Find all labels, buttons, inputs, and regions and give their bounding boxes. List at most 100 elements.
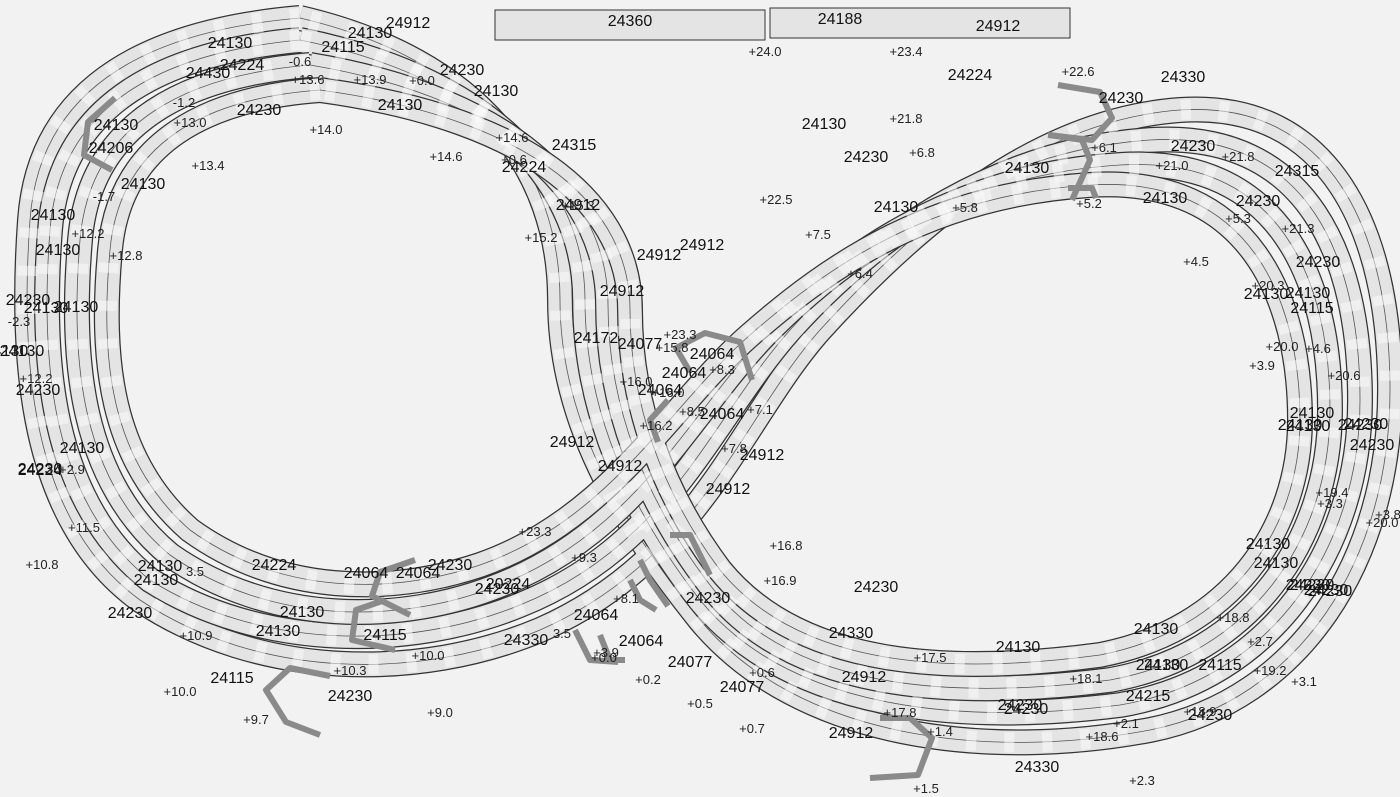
part-label: 24230 [1286,577,1331,594]
height-label: +22.6 [1062,64,1095,79]
part-label: 24130 [348,25,393,42]
part-label: 24130 [1254,555,1299,572]
track-lane-rail-3 [76,64,1331,689]
part-label: 24230 [1236,193,1281,210]
height-label: +18.9 [1184,704,1217,719]
part-label: 24130 [36,242,81,259]
pier-1 [81,95,117,173]
height-label: +2.7 [1247,634,1273,649]
track-lane-stripes-2 [36,30,1371,723]
part-label: 24912 [600,283,645,300]
part-label: 24912 [550,434,595,451]
height-label: 3.5 [553,626,571,641]
part-label: 24230 [6,292,51,309]
part-label: 24230 [1344,416,1389,433]
part-label: 24224 [252,557,297,574]
part-label: 24130 [54,299,99,316]
part-label: 24230 [1304,582,1349,599]
height-label: +5.3 [1225,211,1251,226]
height-label: +8.1 [613,591,639,606]
part-label: 24064 [574,607,619,624]
height-label: +15.2 [525,230,558,245]
height-label: +13.4 [192,158,225,173]
part-label: 24330 [1161,69,1206,86]
part-label: 24130 [208,35,253,52]
part-label: 24230 [475,581,520,598]
part-label: 24188 [818,11,863,28]
height-label: +23.3 [519,524,552,539]
height-label: +21.8 [1222,149,1255,164]
height-label: +1.5 [913,781,939,796]
track-stripes [17,8,1400,753]
part-label: 24077 [618,336,663,353]
part-label: 24230 [1099,90,1144,107]
height-label: +9.0 [427,705,453,720]
height-label: +6.4 [847,266,873,281]
height-label: +16.0 [620,374,653,389]
height-label: +14.6 [430,149,463,164]
height-label: +15.3 [562,198,595,213]
part-label: 24130 [0,343,44,360]
height-label: +12.2 [20,371,53,386]
part-label: 24230 [1338,417,1383,434]
pier-8 [263,665,331,738]
part-label: 24064 [700,406,745,423]
part-label: 24230 [686,590,731,607]
part-label: 24130 [121,176,166,193]
height-label: +10.8 [26,557,59,572]
height-label: +0.7 [739,721,765,736]
part-label: 24230 [18,461,63,478]
height-label: +12.8 [110,248,143,263]
height-label: +21.8 [890,111,923,126]
part-label: 24315 [1275,163,1320,180]
height-label: +16.2 [640,418,673,433]
part-label: 24224 [502,159,547,176]
part-label: 24130 [1244,286,1289,303]
part-label: 24230 [854,579,899,596]
height-label: +3.1 [1291,674,1317,689]
height-label: +23.3 [664,327,697,342]
height-label: +20.0 [1266,339,1299,354]
pier-13 [869,715,935,781]
pier-4 [673,330,755,381]
height-label: +19.2 [1254,663,1287,678]
part-label: 24130 [134,572,179,589]
part-label: 24130 [24,300,69,317]
height-labels: +24.0+23.4+22.6-0.6-1.2+13.6+13.9+0.0+13… [8,44,1400,796]
part-label: 24130 [874,199,919,216]
height-label: +18.6 [1086,729,1119,744]
part-label: 24912 [386,15,431,32]
height-label: +15.8 [656,340,689,355]
pier-15 [597,633,625,663]
height-label: +3.9 [593,645,619,660]
height-label: +14.0 [310,122,343,137]
height-label: +16.9 [764,573,797,588]
part-label: 24077 [668,654,713,671]
height-label: 3.5 [186,564,204,579]
height-label: +3.9 [1249,358,1275,373]
height-label: +2.9 [59,462,85,477]
part-label: 24230 [1350,437,1395,454]
part-label: 24130 [94,117,139,134]
part-label: 24130 [256,623,301,640]
part-label: 24077 [720,679,765,696]
height-label: +2.3 [1129,773,1155,788]
part-label: 24224 [220,57,265,74]
height-label: +13.6 [292,72,325,87]
height-label: +22.5 [760,192,793,207]
height-label: +23.4 [890,44,923,59]
height-label: +10.0 [412,648,445,663]
straight-24360 [494,9,766,41]
part-label: 24130 [474,83,519,100]
part-label: 24130 [1278,417,1323,434]
height-label: +7.8 [721,441,747,456]
part-label: 24912 [842,669,887,686]
height-label: +9.3 [571,550,597,565]
pier-3 [1049,132,1093,202]
pier-14 [1068,185,1099,200]
height-label: +17.5 [914,650,947,665]
height-label: +10.9 [180,628,213,643]
height-label: +18.1 [1070,671,1103,686]
part-label: 24230 [237,102,282,119]
